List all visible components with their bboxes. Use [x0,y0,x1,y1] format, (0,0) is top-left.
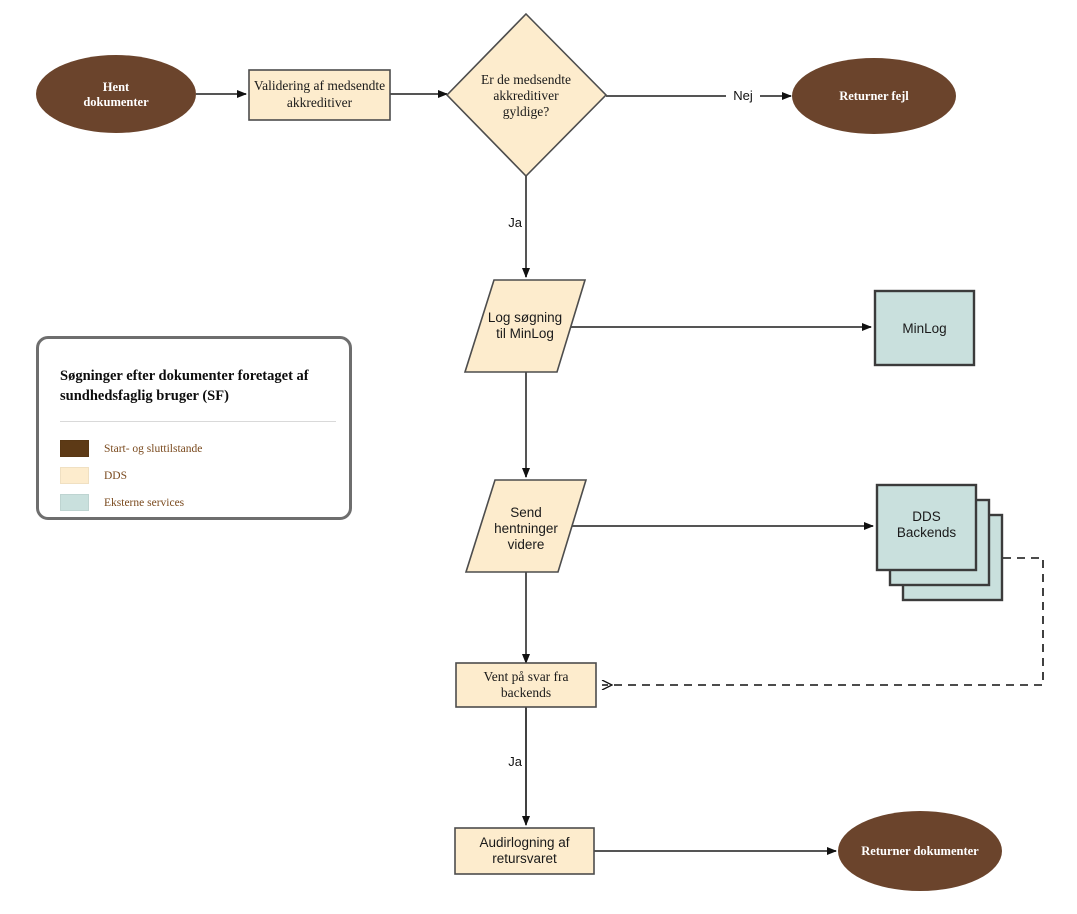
node-send-hentninger-line3: videre [508,537,545,552]
node-send-hentninger-line1: Send [510,505,542,520]
edge-label-ja-top: Ja [508,215,523,230]
node-audirlogning-line1: Audirlogning af [479,835,569,850]
legend-item-eksterne: Eksterne services [60,489,340,516]
node-vent-line2: backends [501,685,551,700]
node-send-hentninger-line2: hentninger [494,521,558,536]
node-returner-dokumenter-label: Returner dokumenter [861,844,979,858]
node-returner-fejl-label: Returner fejl [839,89,909,103]
legend-label-eksterne: Eksterne services [104,496,185,509]
legend-item-start-slut: Start- og sluttilstande [60,435,340,462]
node-hent-dokumenter-line2: dokumenter [83,95,149,109]
legend-item-dds: DDS [60,462,340,489]
edge-label-ja-bottom: Ja [508,754,523,769]
node-log-sogning-line2: til MinLog [496,326,554,341]
node-gyldige-line1: Er de medsendte [481,72,571,87]
node-dds-backends-line2: Backends [897,525,957,540]
legend-title-line2: sundhedsfaglig bruger (SF) [60,387,229,404]
legend-title: Søgninger efter dokumenter foretaget af … [60,367,336,406]
edge-ddsbackends-vent-dashed [602,557,1044,685]
node-hent-dokumenter-line1: Hent [103,80,130,94]
node-minlog[interactable]: MinLog [873,289,976,367]
node-gyldige-line3: gyldige? [503,104,550,119]
node-validering[interactable]: Validering af medsendte akkreditiver [248,69,391,121]
node-returner-fejl[interactable]: Returner fejl [792,58,956,134]
legend-swatch-eksterne [60,494,89,511]
legend-swatch-dds [60,467,89,484]
node-hent-dokumenter[interactable]: Hent dokumenter [36,55,196,133]
dds-backends-card-front [875,483,978,572]
legend-swatch-start-slut [60,440,89,457]
edge-label-nej: Nej [733,88,753,103]
node-validering-line1: Validering af medsendte [254,78,385,93]
legend-items: Start- og sluttilstande DDS Eksterne ser… [60,435,340,516]
edges-layer [196,90,1044,855]
legend-title-line1: Søgninger efter dokumenter foretaget af [60,368,309,384]
node-validering-line2: akkreditiver [287,95,353,110]
legend-divider [60,421,336,422]
node-audirlogning-line2: retursvaret [492,851,557,866]
edge-labels-layer: Nej Ja Ja [508,84,760,769]
node-gyldige-decision[interactable]: Er de medsendte akkreditiver gyldige? [445,12,608,178]
node-vent-line1: Vent på svar fra [483,669,568,684]
legend-panel: Søgninger efter dokumenter foretaget af … [36,336,352,520]
node-audirlogning[interactable]: Audirlogning af retursvaret [454,827,595,875]
node-gyldige-line2: akkreditiver [493,88,559,103]
legend-label-start-slut: Start- og sluttilstande [104,442,203,455]
node-dds-backends-line1: DDS [912,509,941,524]
node-dds-backends[interactable]: DDS Backends [875,483,1004,602]
node-returner-dokumenter[interactable]: Returner dokumenter [838,811,1002,891]
node-send-hentninger[interactable]: Send hentninger videre [464,479,588,573]
node-vent-paa-svar[interactable]: Vent på svar fra backends [455,662,597,708]
node-log-sogning[interactable]: Log søgning til MinLog [463,279,587,373]
node-minlog-label: MinLog [902,321,946,336]
node-log-sogning-line1: Log søgning [488,310,562,325]
legend-label-dds: DDS [104,469,128,482]
